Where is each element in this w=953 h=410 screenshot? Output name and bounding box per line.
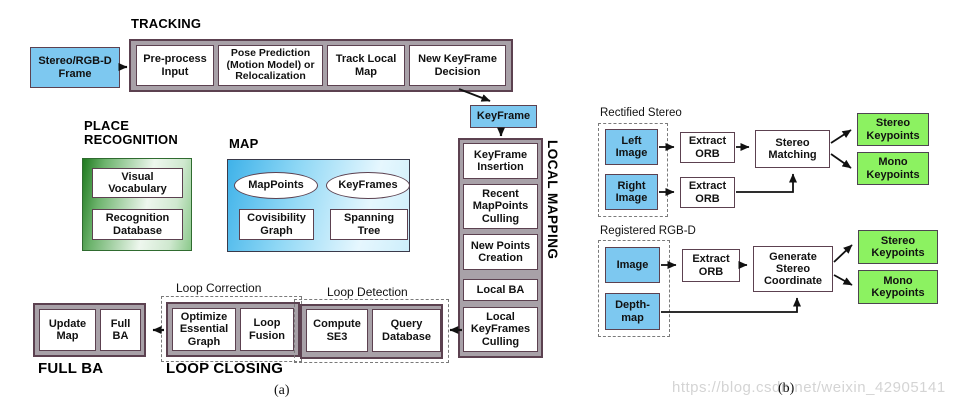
optimize-essential-graph-box: Optimize Essential Graph [172, 308, 236, 351]
arrow-depthmap-to-generate [661, 297, 801, 313]
keyframe-insertion-box: KeyFrame Insertion [463, 143, 538, 179]
right-image-box: Right Image [605, 174, 658, 210]
recognition-database-box: Recognition Database [92, 209, 183, 240]
registered-rgbd-label: Registered RGB-D [600, 225, 696, 237]
new-points-creation-box: New Points Creation [463, 234, 538, 270]
mappoints-ellipse: MapPoints [234, 172, 318, 199]
watermark-url: https://blog.csdn.net/weixin_42905141 [672, 379, 946, 396]
tracking-step-track-local-map: Track Local Map [327, 45, 405, 86]
arrow-extract-to-stereo-matching-bottom [736, 173, 797, 193]
local-ba-box: Local BA [463, 279, 538, 301]
loop-detection-label: Loop Detection [327, 285, 408, 299]
caption-a: (a) [274, 383, 290, 398]
arrow-matching-to-mono-keypoints [830, 153, 852, 169]
visual-vocabulary-box: Visual Vocabulary [92, 168, 183, 198]
loop-detection-dashed-box [294, 299, 449, 363]
query-database-box: Query Database [372, 309, 441, 352]
mono-keypoints-box-bottom: Mono Keypoints [858, 270, 938, 304]
tracking-step-pose-prediction: Pose Prediction (Motion Model) or Reloca… [218, 45, 323, 86]
compute-se3-box: Compute SE3 [306, 309, 368, 352]
stereo-matching-box: Stereo Matching [755, 130, 830, 168]
loop-closing-title: LOOP CLOSING [166, 360, 284, 377]
map-title: MAP [229, 136, 259, 151]
input-frame-box: Stereo/RGB-D Frame [30, 47, 120, 88]
arrow-generate-to-mono-keypoints [833, 274, 853, 286]
depth-map-box: Depth-map [605, 293, 660, 330]
arrow-generate-to-stereo-keypoints [833, 244, 853, 263]
covisibility-graph-box: Covisibility Graph [239, 209, 314, 240]
keyframe-box: KeyFrame [470, 105, 537, 128]
loop-fusion-box: Loop Fusion [240, 308, 294, 351]
recent-mappoints-culling-box: Recent MapPoints Culling [463, 184, 538, 229]
stereo-keypoints-box-bottom: Stereo Keypoints [858, 230, 938, 264]
spanning-tree-box: Spanning Tree [330, 209, 408, 240]
extract-orb-rgbd-box: Extract ORB [682, 249, 740, 282]
extract-orb-right-box: Extract ORB [680, 177, 735, 208]
full-ba-box: Full BA [100, 309, 141, 351]
mono-keypoints-box-top: Mono Keypoints [857, 152, 929, 185]
place-recognition-title: PLACE RECOGNITION [84, 118, 178, 148]
arrow-matching-to-stereo-keypoints [830, 129, 852, 144]
registered-rgbd-dashed-box [598, 240, 670, 337]
rectified-stereo-label: Rectified Stereo [600, 107, 682, 119]
local-keyframes-culling-box: Local KeyFrames Culling [463, 307, 538, 352]
tracking-title: TRACKING [131, 16, 202, 31]
stereo-keypoints-box-top: Stereo Keypoints [857, 113, 929, 146]
generate-stereo-coordinate-box: Generate Stereo Coordinate [753, 246, 833, 292]
extract-orb-left-box: Extract ORB [680, 132, 735, 163]
update-map-box: Update Map [39, 309, 96, 351]
caption-b: (b) [778, 381, 795, 396]
rectified-stereo-dashed-box [598, 123, 668, 217]
left-image-box: Left Image [605, 129, 658, 165]
image-box: Image [605, 247, 660, 283]
loop-correction-label: Loop Correction [176, 281, 262, 295]
tracking-step-new-keyframe-decision: New KeyFrame Decision [409, 45, 506, 86]
keyframes-ellipse: KeyFrames [326, 172, 410, 199]
local-mapping-title: LOCAL MAPPING [545, 140, 560, 260]
tracking-step-preprocess: Pre-process Input [136, 45, 214, 86]
full-ba-title: FULL BA [38, 360, 104, 377]
